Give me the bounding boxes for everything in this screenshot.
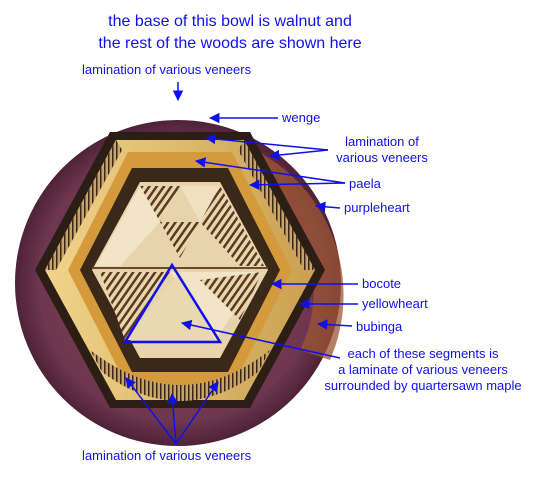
left-lamination-strip xyxy=(45,140,122,270)
arrow-purpleheart xyxy=(314,201,341,213)
label-segments-3: surrounded by quartersawn maple xyxy=(324,378,522,393)
segment-top-4 xyxy=(96,186,160,266)
segment-bottom-3 xyxy=(125,272,215,340)
arrow-lamination-mid-a xyxy=(204,133,329,151)
arrow-paela-a xyxy=(194,157,346,184)
segment-top-2 xyxy=(180,186,220,222)
label-lamination-bottom: lamination of various veneers xyxy=(82,448,252,463)
segment-bottom-4 xyxy=(200,272,262,320)
arrow-bubinga xyxy=(316,319,353,330)
label-yellowheart: yellowheart xyxy=(362,296,428,311)
arrow-lamination-bottom-c xyxy=(175,381,219,445)
label-wenge: wenge xyxy=(282,110,321,125)
right-lamination-strip xyxy=(238,140,315,270)
segment-top-1 xyxy=(140,186,180,222)
label-lamination-mid-2: various veneers xyxy=(336,150,428,165)
label-purpleheart: purpleheart xyxy=(344,200,410,215)
arrow-lamination-bottom-b xyxy=(167,392,178,445)
label-bubinga: bubinga xyxy=(356,319,403,334)
arrow-segments xyxy=(180,319,341,359)
segment-top-5 xyxy=(200,186,264,266)
segment-top-3 xyxy=(160,222,200,258)
arrow-lamination-mid-b xyxy=(268,149,329,161)
label-lamination-top: lamination of various veneers xyxy=(82,62,252,77)
bubinga-band xyxy=(240,150,344,360)
title-line-1: the base of this bowl is walnut and xyxy=(108,13,352,30)
label-segments-1: each of these segments is xyxy=(347,346,499,361)
label-bocote: bocote xyxy=(362,276,402,291)
arrow-lamination-bottom-a xyxy=(125,377,177,445)
arrow-paela-b xyxy=(248,179,346,191)
label-lamination-mid-1: lamination of xyxy=(345,134,419,149)
segment-bottom-1 xyxy=(100,272,170,340)
highlight-triangle xyxy=(122,262,223,344)
label-segments-2: a laminate of various veneers xyxy=(338,362,508,377)
label-paela: paela xyxy=(349,176,381,191)
title-line-2: the rest of the woods are shown here xyxy=(98,35,362,52)
